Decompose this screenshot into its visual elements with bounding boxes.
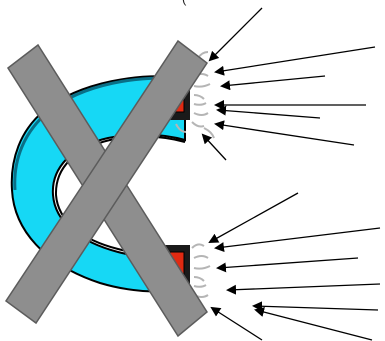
lower-arrows xyxy=(208,192,381,341)
arrow-u5 xyxy=(216,105,321,119)
arrow-u2 xyxy=(214,46,376,76)
arrow-l1 xyxy=(208,192,299,243)
arrow-l2 xyxy=(214,227,381,252)
arrow-u6 xyxy=(214,120,355,146)
upper-arrows xyxy=(201,7,376,161)
arrow-l3 xyxy=(216,257,359,273)
arrow-l7 xyxy=(210,306,263,341)
top-text-fragment: ( xyxy=(182,0,186,6)
arrow-u3 xyxy=(220,75,326,91)
cross-out-mark xyxy=(4,39,209,338)
arrow-u7 xyxy=(201,133,227,161)
arrow-u1 xyxy=(208,7,263,62)
arrow-l4 xyxy=(226,283,381,295)
arrow-l6 xyxy=(254,307,373,341)
cross-bar-up xyxy=(4,39,209,325)
arrow-l5 xyxy=(252,301,379,312)
